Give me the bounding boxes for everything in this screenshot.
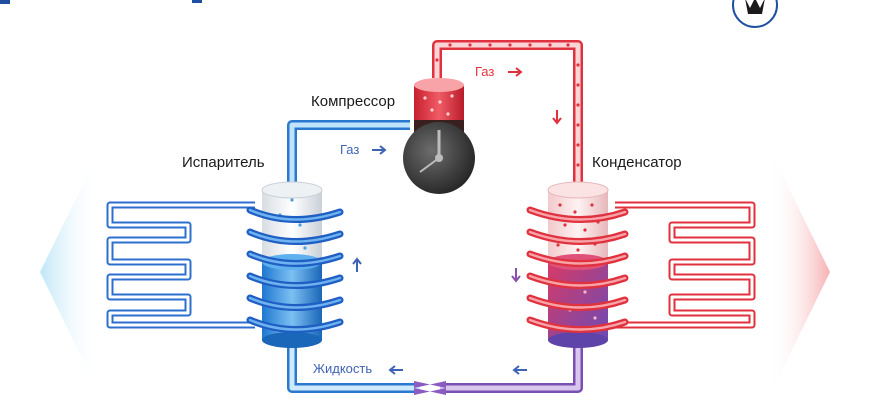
condenser-label: Конденсатор bbox=[592, 154, 682, 171]
compressor bbox=[403, 78, 475, 194]
liquid-pipe bbox=[287, 345, 583, 393]
condenser-indoor-coil bbox=[615, 201, 756, 329]
flow-arrows bbox=[352, 67, 562, 375]
liquid-label: Жидкость bbox=[313, 361, 373, 376]
condenser-down-arrow bbox=[511, 268, 521, 283]
liquid-arrow-left bbox=[388, 365, 403, 375]
evaporator-outdoor-coil bbox=[106, 201, 255, 329]
hot-gas-label: Газ bbox=[475, 64, 495, 79]
hot-gas-bubbles bbox=[435, 43, 580, 167]
cold-output-arrow bbox=[40, 150, 100, 395]
cold-gas-arrow-right bbox=[372, 145, 387, 155]
expansion-valve bbox=[414, 381, 446, 395]
top-accent-left bbox=[0, 0, 10, 4]
condenser-helix bbox=[526, 206, 629, 333]
cold-gas-label: Газ bbox=[340, 142, 360, 157]
heat-output-arrow bbox=[770, 150, 830, 395]
hot-gas-arrow-right bbox=[508, 67, 523, 77]
snowflake-sun-logo bbox=[732, 0, 778, 28]
evaporator-label: Испаритель bbox=[182, 154, 265, 171]
evaporator-helix bbox=[246, 206, 344, 333]
liquid-arrow-left-right bbox=[512, 365, 527, 375]
compressor-label: Компрессор bbox=[311, 93, 396, 110]
top-accent-mark bbox=[192, 0, 202, 3]
hot-gas-arrow-down bbox=[552, 110, 562, 125]
evaporator-up-arrow bbox=[352, 257, 362, 272]
cold-gas-pipe bbox=[287, 120, 410, 185]
